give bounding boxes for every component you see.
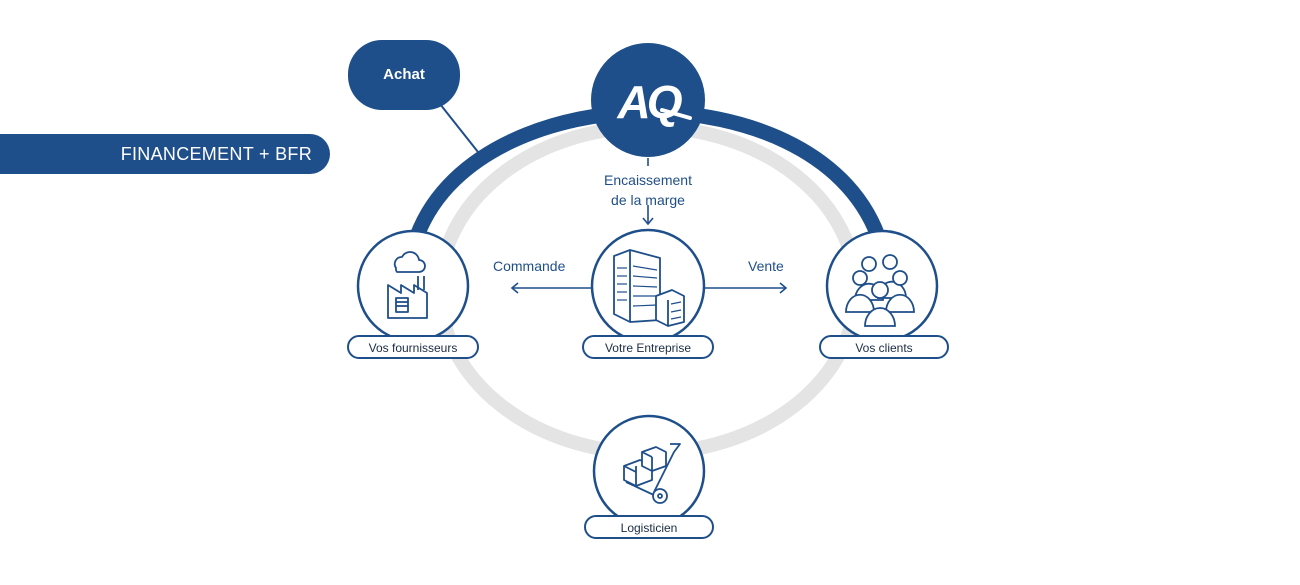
hand-truck-icon	[623, 443, 681, 504]
clients-label: Vos clients	[819, 335, 949, 359]
node-logisticien	[592, 414, 706, 528]
encaissement-line2: de la marge	[611, 192, 685, 208]
office-building-icon	[613, 249, 685, 327]
aq-logo-text: AQ	[617, 76, 683, 128]
financing-banner: FINANCEMENT + BFR	[0, 134, 330, 174]
people-group-icon	[845, 254, 915, 327]
encaissement-line1: Encaissement	[604, 172, 692, 188]
bubble-pointer	[439, 103, 479, 153]
node-entreprise	[590, 228, 706, 344]
vente-arrow	[702, 282, 788, 294]
achat-bubble: Achat	[348, 40, 460, 110]
encaissement-arrow	[642, 158, 654, 226]
commande-label: Commande	[493, 258, 566, 274]
node-clients	[825, 229, 939, 343]
logisticien-label: Logisticien	[584, 515, 714, 539]
entreprise-label: Votre Entreprise	[582, 335, 714, 359]
aq-logo: AQ	[591, 43, 705, 157]
commande-arrow	[510, 282, 596, 294]
factory-icon	[387, 251, 428, 319]
encaissement-label: Encaissement de la marge	[598, 170, 698, 210]
node-fournisseurs	[356, 229, 470, 343]
vente-label: Vente	[748, 258, 784, 274]
fournisseurs-label: Vos fournisseurs	[347, 335, 479, 359]
